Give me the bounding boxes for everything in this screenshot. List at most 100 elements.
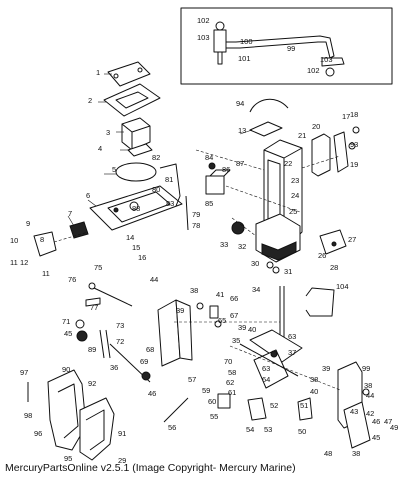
callout-30: 30 (251, 259, 259, 268)
callout-6: 6 (86, 191, 90, 200)
part-81-rod (159, 163, 181, 207)
callout-63: 63 (288, 332, 296, 341)
callout-66: 66 (230, 294, 238, 303)
callout-48: 48 (324, 449, 332, 458)
part-1-gasket (107, 61, 151, 87)
callout-31: 31 (284, 267, 292, 276)
callout-1: 1 (96, 68, 100, 77)
callout-102: 102 (197, 16, 210, 25)
callout-39: 39 (176, 306, 184, 315)
callout-62: 62 (226, 378, 234, 387)
callout-3: 3 (106, 128, 110, 137)
callout-79: 79 (192, 210, 200, 219)
callout-91: 91 (118, 429, 126, 438)
callout-84: 84 (205, 153, 213, 162)
callout-19: 19 (350, 160, 358, 169)
callout-64: 64 (262, 375, 270, 384)
part-89-shaft (75, 319, 111, 359)
callout-97: 97 (20, 368, 28, 377)
callout-44: 44 (150, 275, 158, 284)
callout-50: 50 (298, 427, 306, 436)
part-32 (231, 221, 245, 235)
callout-102: 102 (307, 66, 320, 75)
part-3-block (121, 117, 151, 151)
callout-88: 88 (132, 204, 140, 213)
part-93 (348, 142, 356, 150)
part-5-ring (115, 162, 157, 182)
callout-56: 56 (168, 423, 176, 432)
callout-42: 42 (366, 409, 374, 418)
callout-65: 65 (218, 316, 226, 325)
callout-100: 100 (240, 37, 253, 46)
callout-23: 23 (291, 176, 299, 185)
copyright-footer: MercuryPartsOnline v2.5.1 (Image Copyrig… (5, 462, 296, 474)
callout-54: 54 (246, 425, 254, 434)
callout-75: 75 (94, 263, 102, 272)
callout-38: 38 (364, 381, 372, 390)
callout-32: 32 (238, 242, 246, 251)
callout-14: 14 (126, 233, 134, 242)
callout-96: 96 (34, 429, 42, 438)
callout-11: 11 (10, 258, 18, 267)
callout-15: 15 (132, 243, 140, 252)
callout-39: 39 (322, 364, 330, 373)
part-53-clip (247, 397, 267, 421)
callout-4: 4 (98, 144, 102, 153)
part-59 (217, 393, 231, 409)
callout-29: 29 (118, 456, 126, 465)
callout-83: 83 (166, 199, 174, 208)
callout-45: 45 (372, 433, 380, 442)
callout-98: 98 (24, 411, 32, 420)
part-8-clamp (33, 231, 57, 257)
callout-22: 22 (284, 159, 292, 168)
callout-104: 104 (336, 282, 349, 291)
callout-85: 85 (205, 199, 213, 208)
callout-44: 44 (366, 391, 374, 400)
callout-69: 69 (140, 357, 148, 366)
callout-101: 101 (238, 54, 251, 63)
callout-73: 73 (116, 321, 124, 330)
callout-72: 72 (116, 337, 124, 346)
callout-38: 38 (352, 449, 360, 458)
part-45 (141, 371, 151, 381)
part-23-swivel-housing (255, 139, 303, 263)
callout-45: 45 (64, 329, 72, 338)
callout-16: 16 (138, 253, 146, 262)
callout-37: 37 (288, 348, 296, 357)
callout-99: 99 (362, 364, 370, 373)
part-79-link (185, 195, 189, 231)
callout-53: 53 (264, 425, 272, 434)
callout-70: 70 (224, 357, 232, 366)
callout-49: 49 (390, 423, 398, 432)
callout-90: 90 (62, 365, 70, 374)
callout-86: 86 (222, 165, 230, 174)
callout-67: 67 (230, 311, 238, 320)
part-86-switch (205, 162, 231, 195)
callout-99: 99 (287, 44, 295, 53)
callout-20: 20 (312, 122, 320, 131)
callout-93: 93 (350, 140, 358, 149)
part-17 (352, 126, 360, 134)
part-21-bracket (311, 131, 349, 177)
callout-40: 40 (310, 387, 318, 396)
callout-41: 41 (216, 290, 224, 299)
callout-51: 51 (300, 401, 308, 410)
callout-24: 24 (291, 191, 299, 200)
callout-7: 7 (68, 209, 72, 218)
callout-12: 12 (20, 258, 28, 267)
callout-81: 81 (165, 175, 173, 184)
callout-46: 46 (148, 389, 156, 398)
callout-26: 26 (318, 251, 326, 260)
inset-steering-link (180, 7, 393, 85)
callout-38: 38 (310, 375, 318, 384)
callout-9: 9 (26, 219, 30, 228)
part-67-bracket (157, 299, 222, 367)
part-104-wire (305, 287, 335, 317)
callout-55: 55 (210, 412, 218, 421)
callout-82: 82 (152, 153, 160, 162)
callout-13: 13 (238, 126, 246, 135)
part-50-clip (297, 397, 313, 421)
callout-47: 47 (384, 417, 392, 426)
